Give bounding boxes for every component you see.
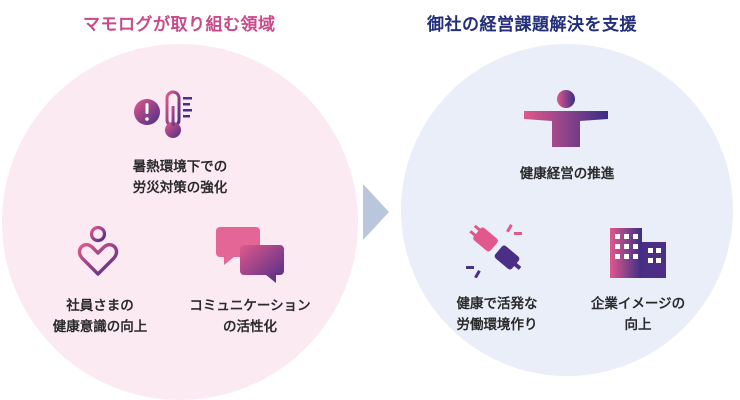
person-arms-open-icon [524,90,608,147]
person-heart-icon [77,226,119,276]
plug-connect-icon [466,224,522,278]
chat-bubbles-icon [216,227,284,283]
label-corporate-image: 企業イメージの 向上 [590,296,686,333]
left-section-title: マモログが取り組む領域 [83,15,276,35]
alert-thermometer-icon [134,90,192,138]
label-work-environment: 健康で活発な 労働環境作り [456,296,538,333]
label-heat-safety: 暑熱環境下での 労災対策の強化 [132,159,228,196]
building-icon [610,228,666,278]
label-health-awareness: 社員さまの 健康意識の向上 [52,298,148,335]
label-communication: コミュニケーション の活性化 [189,298,311,335]
right-section-title: 御社の経営課題解決を支援 [427,15,637,35]
chevron-right-icon [363,184,389,240]
label-health-management: 健康経営の推進 [519,166,615,182]
